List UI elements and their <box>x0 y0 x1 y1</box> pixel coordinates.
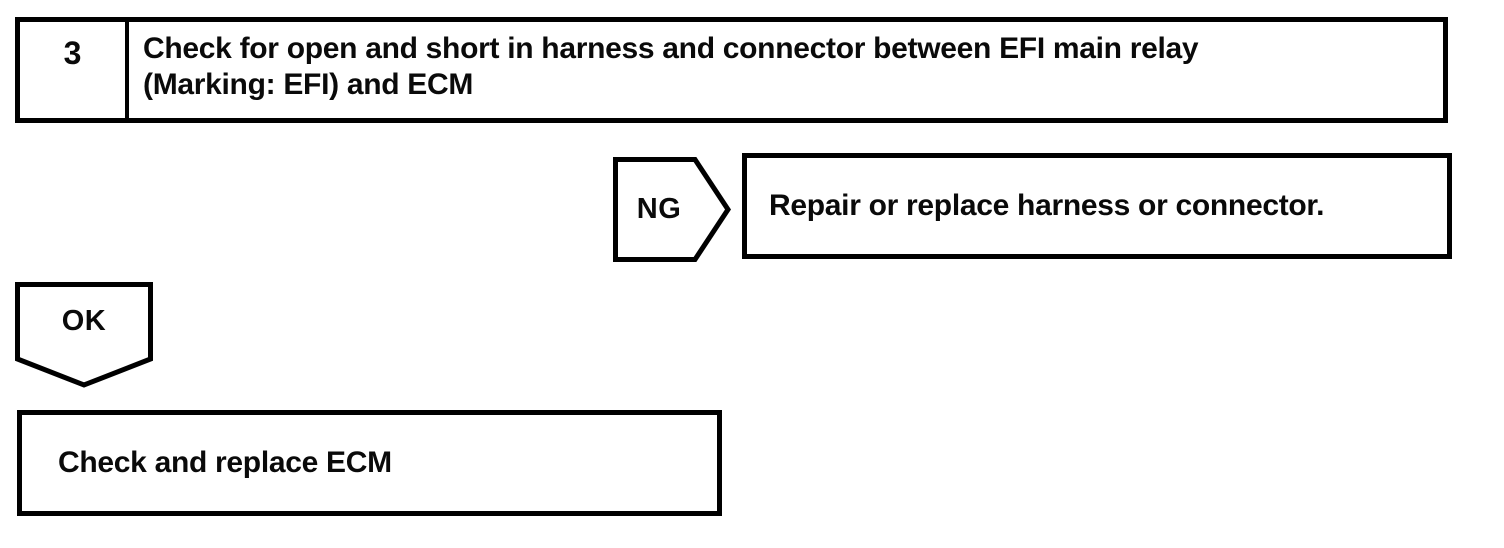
step-number-cell: 3 <box>20 22 129 118</box>
ng-action-text: Repair or replace harness or connector. <box>769 189 1325 222</box>
step-number: 3 <box>63 35 82 71</box>
step-instruction-line: Check for open and short in harness and … <box>143 32 1199 65</box>
step-instruction: Check for open and short in harness and … <box>129 22 1443 118</box>
ng-connector: NG <box>613 157 731 262</box>
ok-action-box: Check and replace ECM <box>17 410 722 516</box>
ng-label: NG <box>636 193 682 225</box>
ok-connector: OK <box>15 282 153 388</box>
ok-action-text: Check and replace ECM <box>58 446 392 479</box>
step-box: 3 Check for open and short in harness an… <box>15 17 1448 123</box>
ok-label: OK <box>61 304 107 337</box>
ng-pentagon-icon <box>613 157 731 262</box>
ok-pentagon-icon <box>15 282 153 388</box>
step-instruction-line: (Marking: EFI) and ECM <box>143 68 474 101</box>
ng-action-box: Repair or replace harness or connector. <box>742 153 1452 259</box>
